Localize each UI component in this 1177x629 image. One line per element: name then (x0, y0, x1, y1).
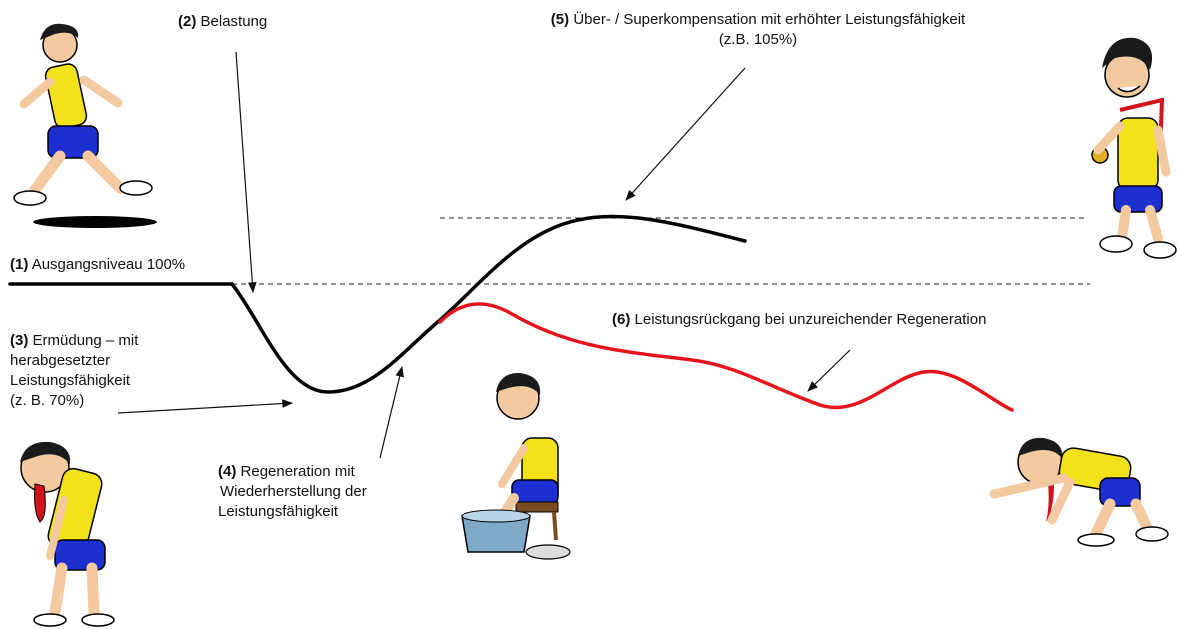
label-superkompensation-line1: Über- / Superkompensation mit erhöhter L… (573, 11, 966, 28)
label-ermuedung-line3: Leistungsfähigkeit (10, 372, 131, 389)
label-superkompensation-line2: (z.B. 105%) (718, 31, 798, 48)
arrow-superkompensation (625, 67, 746, 201)
runner-crawling-icon (989, 437, 1169, 547)
label-ermuedung-line1: Ermüdung – mit (32, 332, 139, 349)
runner-running-icon (13, 23, 157, 228)
label-ermuedung-number: (3) (10, 332, 29, 349)
label-belastung: (2) Belastung (178, 12, 267, 32)
arrow-ermuedung (117, 399, 294, 414)
label-regeneration-line1: Regeneration mit (240, 463, 355, 480)
runner-footbath-icon (461, 372, 571, 560)
label-ausgangsniveau-number: (1) (10, 256, 29, 273)
label-belastung-number: (2) (178, 13, 197, 30)
label-ermuedung-line2: herabgesetzter (10, 352, 111, 369)
label-regeneration: (4) Regeneration mit Wiederherstellung d… (218, 462, 367, 522)
label-superkompensation: (5) Über- / Superkompensation mit erhöht… (478, 10, 1038, 50)
label-superkompensation-number: (5) (550, 11, 570, 28)
label-regeneration-number: (4) (218, 463, 237, 480)
label-belastung-text: Belastung (200, 13, 268, 30)
decline-curve (438, 302, 1014, 412)
label-ermuedung-line4: (z. B. 70%) (10, 392, 85, 409)
label-leistungsrueckgang-text: Leistungsrückgang bei unzureichender Reg… (634, 311, 987, 328)
label-leistungsrueckgang-number: (6) (612, 311, 631, 328)
label-regeneration-line3: Leistungsfähigkeit (218, 503, 339, 520)
label-ausgangsniveau-text: Ausgangsniveau 100% (31, 256, 186, 273)
arrow-regeneration (379, 365, 404, 459)
label-regeneration-line2: Wiederherstellung der (220, 483, 367, 500)
arrow-belastung (235, 51, 257, 294)
label-ausgangsniveau: (1) Ausgangsniveau 100% (10, 255, 185, 275)
runner-exhausted-icon (20, 441, 115, 627)
label-ermuedung: (3) Ermüdung – mit herabgesetzter Leistu… (10, 331, 138, 411)
runner-proud-medal-icon (1091, 37, 1177, 259)
arrow-rueckgang (807, 349, 851, 392)
label-leistungsrueckgang: (6) Leistungsrückgang bei unzureichender… (612, 310, 986, 330)
